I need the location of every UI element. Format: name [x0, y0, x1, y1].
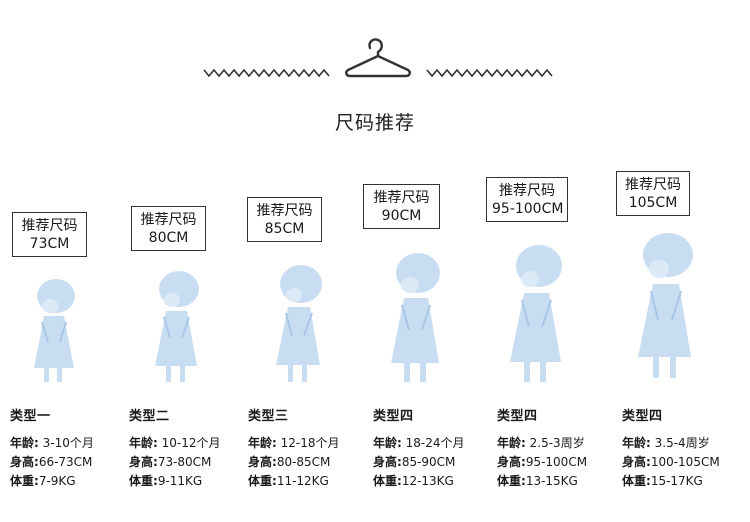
- age-row: 年龄: 10-12个月: [129, 436, 221, 450]
- height-value: 73-80CM: [157, 455, 212, 469]
- weight-value: 11-12KG: [276, 474, 329, 488]
- type-label: 类型二: [129, 409, 170, 424]
- size-box-value: 80CM: [148, 230, 189, 246]
- weight-row: 体重:9-11KG: [129, 474, 203, 488]
- child-silhouette-icon: [34, 279, 75, 382]
- size-column-3: 推荐尺码 85CM 类型三 年龄: 12-18个月 身高:80-85CM 体重:…: [247, 0, 378, 522]
- height-row: 身高:85-90CM: [373, 455, 456, 469]
- type-label: 类型四: [497, 409, 538, 424]
- height-row: 身高:66-73CM: [10, 455, 93, 469]
- weight-value: 7-9KG: [38, 474, 76, 488]
- weight-row: 体重:13-15KG: [497, 474, 578, 488]
- size-info: 类型四 年龄: 2.5-3周岁 身高:95-100CM 体重:13-15KG: [497, 405, 587, 491]
- age-row: 年龄: 18-24个月: [373, 436, 465, 450]
- recommended-size-box: 推荐尺码 105CM: [616, 171, 690, 216]
- recommended-size-box: 推荐尺码 95-100CM: [486, 177, 568, 222]
- type-label: 类型三: [248, 409, 289, 424]
- age-value: 18-24个月: [405, 436, 465, 450]
- weight-row: 体重:15-17KG: [622, 474, 703, 488]
- recommended-size-box: 推荐尺码 85CM: [247, 197, 322, 242]
- height-row: 身高:100-105CM: [622, 455, 720, 469]
- size-box-value: 73CM: [29, 236, 70, 252]
- height-value: 100-105CM: [650, 455, 720, 469]
- child-silhouette-icon: [155, 271, 199, 382]
- age-value: 3-10个月: [42, 436, 94, 450]
- size-box-label: 推荐尺码: [373, 190, 430, 206]
- weight-row: 体重:12-13KG: [373, 474, 454, 488]
- hanger-icon: [345, 38, 411, 78]
- size-box-label: 推荐尺码: [625, 177, 681, 193]
- age-row: 年龄: 3.5-4周岁: [622, 436, 710, 450]
- weight-value: 15-17KG: [650, 474, 703, 488]
- size-box-label: 推荐尺码: [21, 218, 78, 234]
- weight-value: 12-13KG: [401, 474, 454, 488]
- recommended-size-box: 推荐尺码 73CM: [12, 212, 87, 257]
- weight-row: 体重:11-12KG: [248, 474, 329, 488]
- weight-row: 体重:7-9KG: [10, 474, 76, 488]
- height-value: 95-100CM: [525, 455, 588, 469]
- size-box-label: 推荐尺码: [499, 183, 555, 199]
- child-silhouette-icon: [510, 245, 562, 382]
- size-info: 类型四 年龄: 18-24个月 身高:85-90CM 体重:12-13KG: [373, 405, 465, 491]
- header-decoration: [203, 38, 553, 78]
- size-column-1: 推荐尺码 73CM 类型一 年龄: 3-10个月 身高:66-73CM 体重:7…: [10, 0, 140, 522]
- size-column-2: 推荐尺码 80CM 类型二 年龄: 10-12个月 身高:73-80CM 体重:…: [129, 0, 259, 522]
- size-box-value: 105CM: [628, 195, 678, 211]
- size-info: 类型三 年龄: 12-18个月 身高:80-85CM 体重:11-12KG: [248, 405, 340, 491]
- height-value: 66-73CM: [38, 455, 93, 469]
- height-row: 身高:73-80CM: [129, 455, 212, 469]
- weight-value: 13-15KG: [525, 474, 578, 488]
- type-label: 类型四: [373, 409, 414, 424]
- size-box-label: 推荐尺码: [140, 212, 197, 228]
- type-label: 类型一: [10, 409, 51, 424]
- size-info: 类型二 年龄: 10-12个月 身高:73-80CM 体重:9-11KG: [129, 405, 221, 491]
- age-value: 3.5-4周岁: [654, 436, 710, 450]
- child-silhouette-icon: [391, 253, 440, 382]
- section-title: 尺码推荐: [334, 112, 415, 134]
- height-value: 85-90CM: [401, 455, 456, 469]
- zigzag-left-icon: [203, 68, 330, 78]
- size-column-5: 推荐尺码 95-100CM 类型四 年龄: 2.5-3周岁 身高:95-100C…: [486, 0, 627, 522]
- height-value: 80-85CM: [276, 455, 331, 469]
- age-value: 10-12个月: [161, 436, 221, 450]
- weight-value: 9-11KG: [157, 474, 203, 488]
- age-value: 2.5-3周岁: [529, 436, 585, 450]
- recommended-size-box: 推荐尺码 90CM: [363, 184, 440, 229]
- height-row: 身高:95-100CM: [497, 455, 588, 469]
- height-row: 身高:80-85CM: [248, 455, 331, 469]
- size-info: 类型四 年龄: 3.5-4周岁 身高:100-105CM 体重:15-17KG: [622, 405, 720, 491]
- child-silhouette-icon: [638, 233, 693, 378]
- age-row: 年龄: 12-18个月: [248, 436, 340, 450]
- recommended-size-box: 推荐尺码 80CM: [131, 206, 206, 251]
- size-box-value: 95-100CM: [492, 201, 564, 217]
- size-info: 类型一 年龄: 3-10个月 身高:66-73CM 体重:7-9KG: [10, 405, 94, 491]
- size-column-4: 推荐尺码 90CM 类型四 年龄: 18-24个月 身高:85-90CM 体重:…: [363, 0, 503, 522]
- zigzag-right-icon: [426, 68, 553, 78]
- size-box-value: 85CM: [264, 221, 305, 237]
- type-label: 类型四: [622, 409, 663, 424]
- age-value: 12-18个月: [280, 436, 340, 450]
- size-box-value: 90CM: [381, 208, 422, 224]
- age-row: 年龄: 3-10个月: [10, 436, 94, 450]
- child-silhouette-icon: [276, 265, 322, 382]
- age-row: 年龄: 2.5-3周岁: [497, 436, 585, 450]
- size-box-label: 推荐尺码: [256, 203, 313, 219]
- size-column-6: 推荐尺码 105CM 类型四 年龄: 3.5-4周岁 身高:100-105CM …: [616, 0, 750, 522]
